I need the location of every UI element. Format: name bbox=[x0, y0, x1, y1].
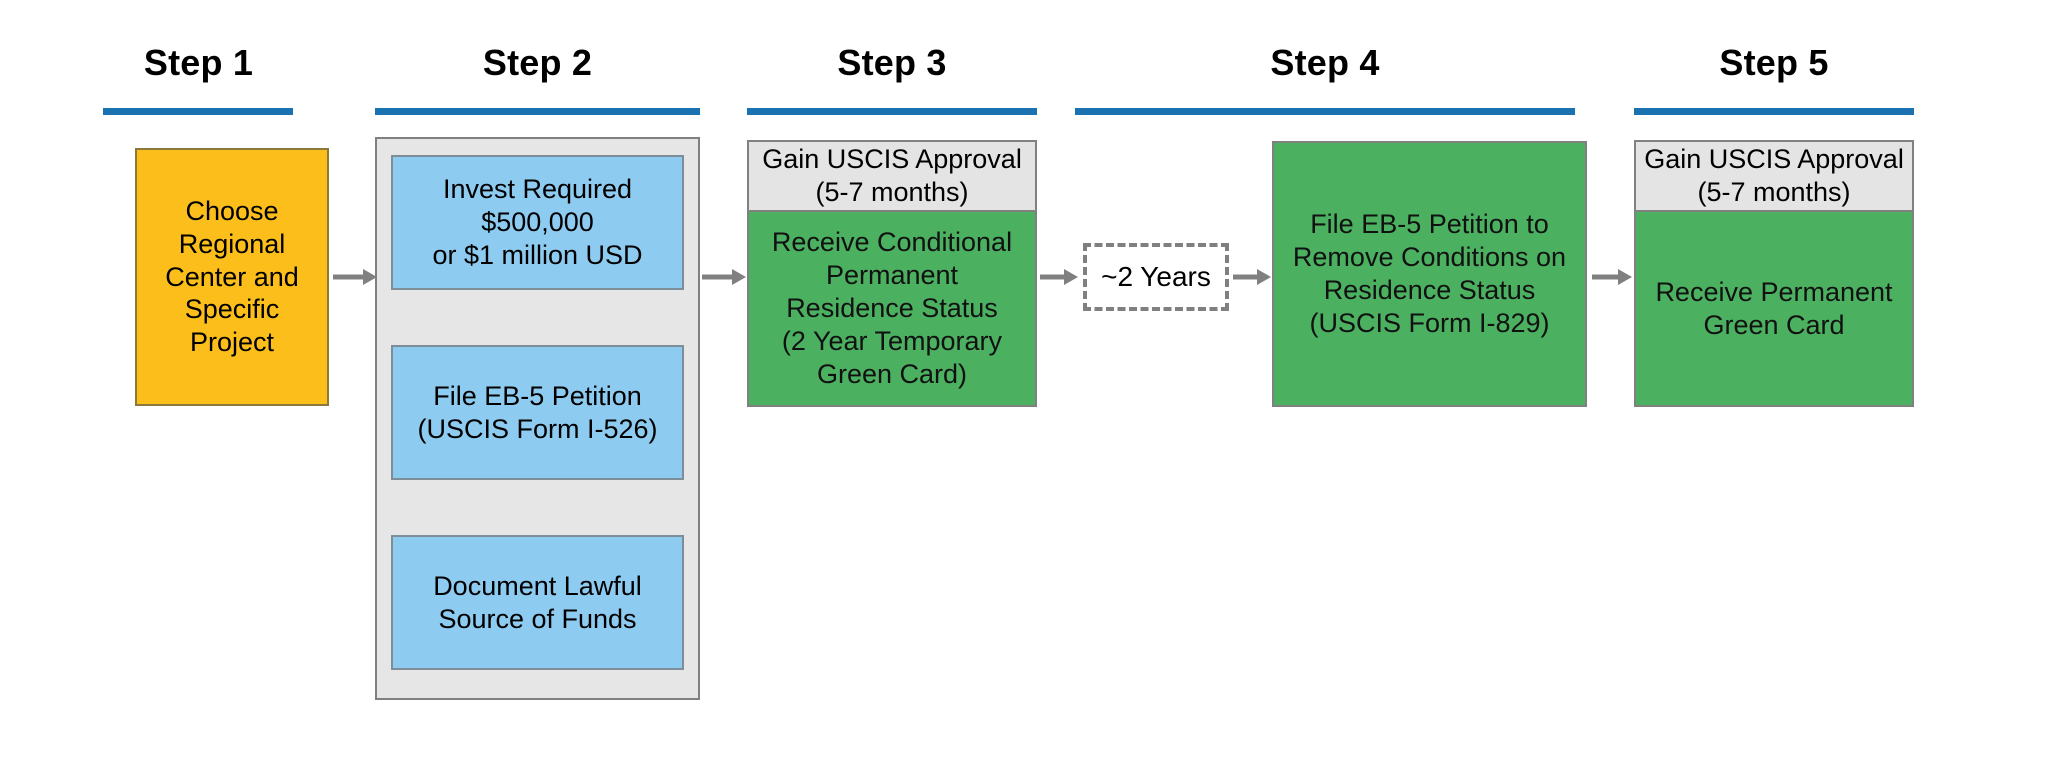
interval-label: ~2 Years bbox=[1101, 261, 1211, 292]
step-2-rule bbox=[375, 108, 700, 115]
step-3-line-5: Green Card) bbox=[816, 358, 968, 389]
step-1-rule bbox=[103, 108, 293, 115]
step-5-rule bbox=[1634, 108, 1914, 115]
step-5-header: Step 5 bbox=[1719, 42, 1829, 83]
step-1-line-1: Choose bbox=[185, 195, 279, 226]
arrow-step2-to-step3 bbox=[702, 264, 746, 290]
step-5-line-2: Green Card bbox=[1703, 309, 1845, 340]
step-1-line-2: Regional bbox=[178, 228, 286, 259]
step-2-box-invest-required[interactable]: Invest Required $500,000 or $1 million U… bbox=[391, 155, 684, 290]
step-2-box-2-line-1: File EB-5 Petition bbox=[433, 380, 642, 411]
step-5-approval-line-1: Gain USCIS Approval bbox=[1644, 144, 1904, 175]
step-1-line-3: Center and bbox=[165, 261, 299, 292]
step-4-rule bbox=[1075, 108, 1575, 115]
step-3-line-3: Residence Status bbox=[786, 293, 998, 324]
step-2-box-2-line-2: (USCIS Form I-526) bbox=[417, 413, 658, 444]
step-5-approval-line-2: (5-7 months) bbox=[1697, 177, 1851, 207]
step-3-header: Step 3 bbox=[837, 42, 947, 83]
step-2-box-3-line-1: Document Lawful bbox=[433, 570, 642, 601]
arrow-step3-to-interval bbox=[1040, 264, 1078, 290]
step-5-approval-header: Gain USCIS Approval (5-7 months) bbox=[1634, 140, 1914, 212]
step-2-box-1-line-2: $500,000 bbox=[481, 207, 594, 238]
step-4-box-remove-conditions-i829[interactable]: File EB-5 Petition to Remove Conditions … bbox=[1272, 141, 1587, 407]
step-2-box-1-line-3: or $1 million USD bbox=[432, 239, 643, 270]
step-3-approval-header: Gain USCIS Approval (5-7 months) bbox=[747, 140, 1037, 212]
step-3-box-conditional-residence[interactable]: Receive Conditional Permanent Residence … bbox=[747, 212, 1037, 407]
arrow-interval-to-step4 bbox=[1233, 264, 1271, 290]
interval-two-years-box: ~2 Years bbox=[1083, 243, 1229, 311]
step-2-box-3-line-2: Source of Funds bbox=[438, 603, 637, 634]
step-1-line-5: Project bbox=[189, 327, 275, 358]
step-1-box-choose-regional-center[interactable]: Choose Regional Center and Specific Proj… bbox=[135, 148, 329, 406]
step-1-line-4: Specific bbox=[184, 294, 280, 325]
step-2-header: Step 2 bbox=[482, 42, 593, 83]
step-2-box-file-petition-i526[interactable]: File EB-5 Petition (USCIS Form I-526) bbox=[391, 345, 684, 480]
step-4-line-4: (USCIS Form I-829) bbox=[1309, 307, 1550, 338]
step-1-header: Step 1 bbox=[143, 42, 254, 83]
arrow-step4-to-step5 bbox=[1592, 264, 1632, 290]
step-3-approval-line-1: Gain USCIS Approval bbox=[762, 144, 1022, 175]
step-4-line-3: Residence Status bbox=[1323, 275, 1536, 305]
step-5-box-permanent-green-card[interactable]: Receive Permanent Green Card bbox=[1634, 212, 1914, 407]
step-3-line-2: Permanent bbox=[825, 260, 959, 291]
step-3-rule bbox=[747, 108, 1037, 115]
step-2-box-document-source-of-funds[interactable]: Document Lawful Source of Funds bbox=[391, 535, 684, 670]
step-4-header: Step 4 bbox=[1270, 42, 1380, 83]
step-4-line-2: Remove Conditions on bbox=[1292, 242, 1567, 273]
step-3-approval-line-2: (5-7 months) bbox=[815, 177, 969, 207]
step-3-line-4: (2 Year Temporary bbox=[781, 325, 1003, 356]
arrow-step1-to-step2 bbox=[333, 264, 377, 290]
step-3-line-1: Receive Conditional bbox=[771, 227, 1013, 258]
step-2-box-1-line-1: Invest Required bbox=[442, 174, 633, 205]
step-4-line-1: File EB-5 Petition to bbox=[1310, 209, 1549, 240]
step-5-line-1: Receive Permanent bbox=[1655, 276, 1893, 307]
